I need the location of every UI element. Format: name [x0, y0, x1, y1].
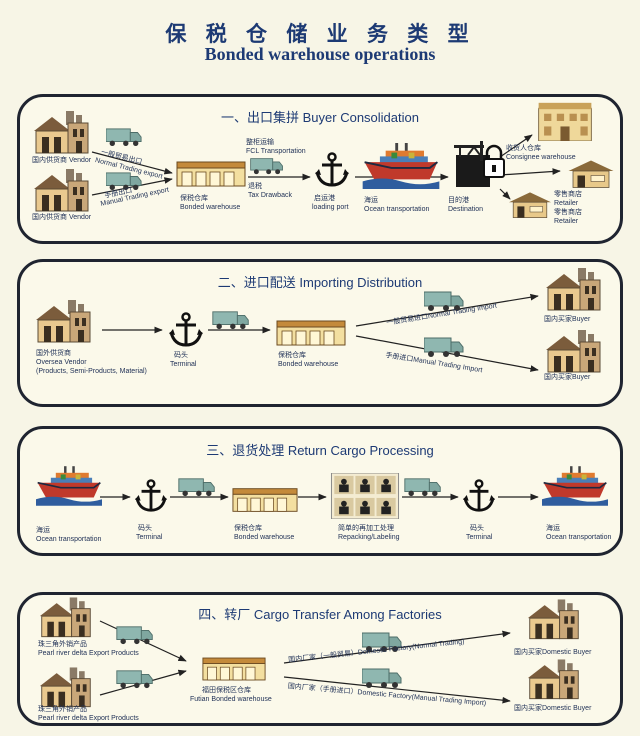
- factory-icon: [38, 667, 94, 709]
- panel-return-cargo: 三、退货处理 Return Cargo Processing 海运 Ocean …: [17, 426, 623, 556]
- truck-icon: [250, 157, 284, 175]
- panel-heading: 三、退货处理 Return Cargo Processing: [206, 443, 434, 458]
- house-icon: [508, 191, 552, 219]
- retailer-en: Retailer: [554, 200, 579, 207]
- factory-icon: [32, 169, 92, 213]
- export-products-en: Pearl river delta Export Products: [38, 715, 139, 722]
- fcl-en: FCL Transportation: [246, 148, 306, 155]
- destination-lock-icon: [454, 141, 506, 187]
- retailer-cn: 零售商店: [554, 191, 582, 198]
- anchor-icon: [168, 312, 204, 348]
- futian-warehouse-cn: 福田保税区仓库: [202, 687, 251, 694]
- consignee-cn: 收货人仓库: [506, 145, 541, 152]
- export-products-en: Pearl river delta Export Products: [38, 650, 139, 657]
- panel-buyer-consolidation: 一、出口集拼 Buyer Consolidation 国内供货商 Vendor …: [17, 94, 623, 244]
- warehouse-icon: [202, 657, 266, 681]
- factory-icon: [34, 300, 94, 344]
- buyer-label: 国内买家Buyer: [544, 316, 591, 323]
- terminal-cn: 码头: [174, 352, 188, 359]
- domestic-buyer-label: 国内买家Domestic Buyer: [514, 705, 592, 712]
- truck-icon: [362, 667, 402, 689]
- truck-icon: [116, 669, 154, 689]
- panel-importing-distribution: 二、进口配送 Importing Distribution 国外供货商 Over…: [17, 259, 623, 407]
- workers-icon: [330, 473, 400, 519]
- panel-heading: 二、进口配送 Importing Distribution: [217, 275, 423, 290]
- destination-en: Destination: [448, 206, 484, 213]
- bonded-warehouse-en: Bonded warehouse: [234, 534, 295, 541]
- buyer-label: 国内买家Buyer: [544, 374, 591, 381]
- warehouse-icon: [276, 320, 346, 346]
- warehouse-icon: [232, 487, 298, 513]
- truck-icon: [116, 625, 154, 645]
- loading-port-cn: 启运港: [314, 195, 335, 202]
- terminal-en: Terminal: [170, 361, 197, 368]
- factory-icon: [38, 597, 94, 639]
- vendor-label: 国内供货商 Vendor: [32, 157, 92, 164]
- vendor-label: 国内供货商 Vendor: [32, 214, 92, 221]
- warehouse-icon: [176, 161, 246, 187]
- page-title-en: Bonded warehouse operations: [204, 44, 436, 64]
- export-products-cn: 珠三角外销产品: [38, 706, 87, 713]
- building-icon: [536, 101, 594, 141]
- ocean-transport-en: Ocean transportation: [546, 534, 612, 541]
- truck-icon: [106, 127, 142, 147]
- ship-icon: [36, 465, 102, 507]
- page-title-cn: 保 税 仓 储 业 务 类 型: [165, 22, 475, 46]
- destination-cn: 目的港: [448, 197, 469, 204]
- bonded-warehouse-cn: 保税仓库: [234, 525, 262, 532]
- truck-icon: [178, 477, 216, 497]
- terminal-en: Terminal: [466, 534, 493, 541]
- panel-heading: 一、出口集拼 Buyer Consolidation: [221, 110, 419, 125]
- domestic-buyer-label: 国内买家Domestic Buyer: [514, 649, 592, 656]
- bonded-warehouse-en: Bonded warehouse: [180, 204, 241, 211]
- ocean-transport-en: Ocean transportation: [36, 536, 102, 543]
- tax-drawback-en: Tax Drawback: [248, 192, 292, 199]
- anchor-icon: [462, 479, 496, 513]
- fcl-cn: 整柜运输: [246, 139, 274, 146]
- flow-arrows: [100, 493, 539, 501]
- factory-icon: [526, 599, 582, 641]
- oversea-vendor-en: Oversea Vendor: [36, 359, 87, 366]
- ocean-transport-cn: 海运: [36, 527, 50, 534]
- factory-icon: [32, 111, 92, 155]
- ship-icon: [362, 143, 440, 189]
- repack-cn: 简单的再加工处理: [338, 525, 394, 532]
- retailer-en: Retailer: [554, 218, 579, 225]
- ocean-transport-cn: 海运: [364, 197, 378, 204]
- anchor-icon: [314, 152, 350, 188]
- retailer-cn: 零售商店: [554, 209, 582, 216]
- truck-icon: [404, 477, 442, 497]
- repack-en: Repacking/Labeling: [338, 534, 400, 541]
- truck-icon: [424, 336, 464, 358]
- bonded-warehouse-cn: 保税仓库: [180, 195, 208, 202]
- factory-icon: [544, 330, 604, 374]
- bonded-warehouse-cn: 保税仓库: [278, 352, 306, 359]
- bonded-warehouse-en: Bonded warehouse: [278, 361, 339, 368]
- terminal-en: Terminal: [136, 534, 163, 541]
- anchor-icon: [134, 479, 168, 513]
- ocean-transport-en: Ocean transportation: [364, 206, 430, 213]
- consignee-en: Consignee warehouse: [506, 154, 576, 161]
- ocean-transport-cn: 海运: [546, 525, 560, 532]
- ship-icon: [542, 465, 608, 507]
- tax-drawback-cn: 退税: [248, 183, 262, 190]
- terminal-cn: 码头: [138, 525, 152, 532]
- oversea-vendor-detail: (Products, Semi-Products, Material): [36, 368, 147, 375]
- loading-port-en: loading port: [312, 204, 349, 211]
- futian-warehouse-en: Futian Bonded warehouse: [190, 696, 272, 703]
- oversea-vendor-cn: 国外供货商: [36, 350, 71, 357]
- terminal-cn: 码头: [470, 525, 484, 532]
- panel-heading: 四、转厂 Cargo Transfer Among Factories: [198, 607, 442, 622]
- export-products-cn: 珠三角外销产品: [38, 641, 87, 648]
- factory-icon: [526, 659, 582, 701]
- factory-icon: [544, 268, 604, 312]
- house-icon: [568, 159, 614, 189]
- truck-icon: [212, 310, 250, 330]
- panel-cargo-transfer: 四、转厂 Cargo Transfer Among Factories 珠三角外…: [17, 592, 623, 726]
